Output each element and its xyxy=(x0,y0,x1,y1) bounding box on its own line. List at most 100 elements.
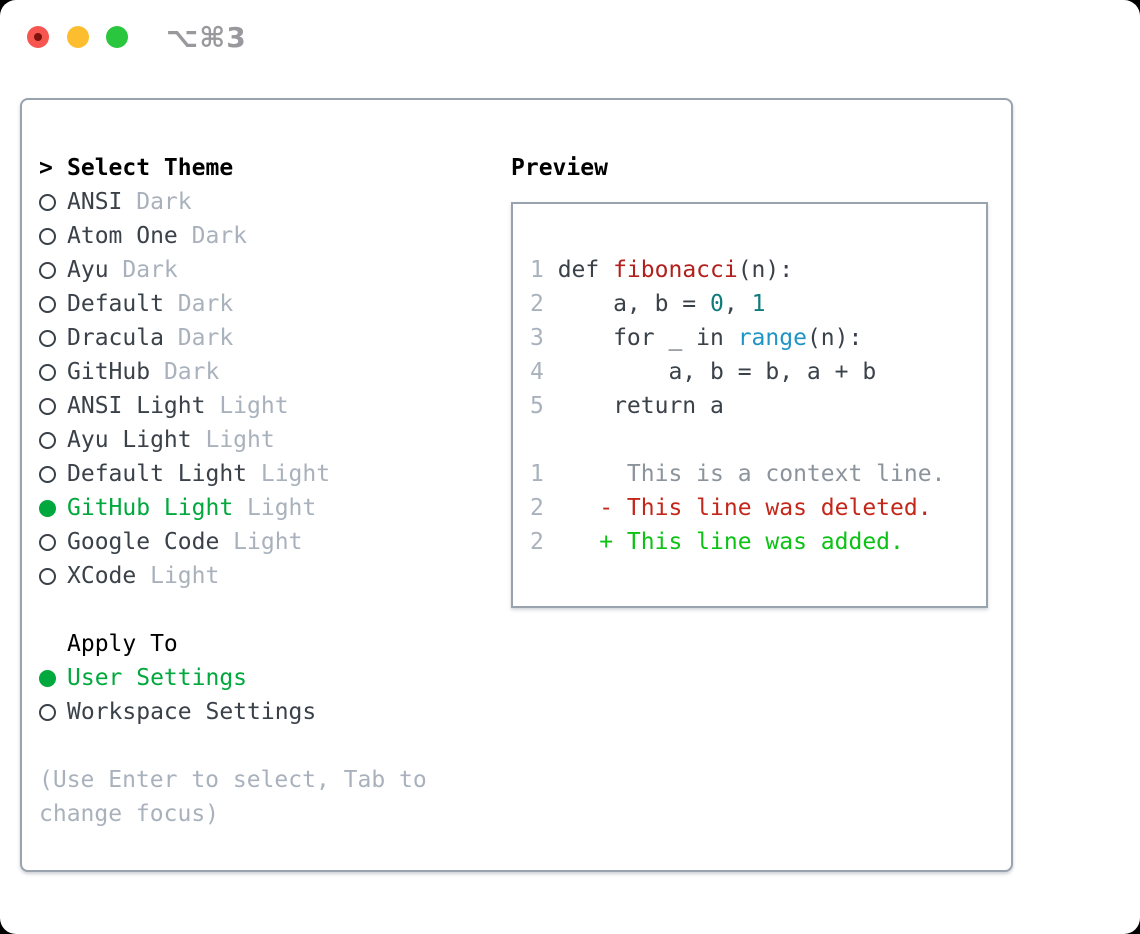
theme-option[interactable]: Ayu Light Light xyxy=(39,423,330,457)
theme-option[interactable]: ANSI Light Light xyxy=(39,389,330,423)
option-label: Atom One xyxy=(67,223,178,249)
option-label: ANSI Light xyxy=(67,393,206,419)
apply-to-title: Apply To xyxy=(67,631,178,657)
close-button[interactable] xyxy=(27,26,49,48)
theme-option[interactable]: ANSI Dark xyxy=(39,185,330,219)
select-theme-header: > Select Theme xyxy=(39,151,330,185)
line-number: 1 xyxy=(530,461,544,487)
option-variant: Dark xyxy=(177,223,248,249)
theme-option[interactable]: Ayu Dark xyxy=(39,253,330,287)
radio-icon xyxy=(39,669,56,687)
theme-option[interactable]: Default Light Light xyxy=(39,457,330,491)
code-line xyxy=(530,423,986,457)
line-number: 1 xyxy=(530,257,544,283)
radio-icon xyxy=(39,533,56,551)
minimize-button[interactable] xyxy=(67,26,89,48)
option-label: ANSI xyxy=(67,189,123,215)
option-variant: Dark xyxy=(163,291,234,317)
option-variant: Dark xyxy=(108,257,178,283)
radio-icon xyxy=(39,261,56,279)
option-label: Dracula xyxy=(67,325,164,351)
select-theme-title: Select Theme xyxy=(67,155,234,181)
code-line: 2 - This line was deleted. xyxy=(530,491,986,525)
code-token-plain: for _ in xyxy=(557,325,738,351)
option-variant: Light xyxy=(205,393,289,419)
code-token-deleted: - This line was deleted. xyxy=(557,495,932,521)
code-line: 2 a, b = 0, 1 xyxy=(530,287,986,321)
theme-option[interactable]: GitHub Dark xyxy=(39,355,330,389)
option-label: Default xyxy=(67,291,164,317)
code-token-added: + This line was added. xyxy=(557,529,904,555)
line-number: 2 xyxy=(530,529,544,555)
option-variant: Dark xyxy=(150,359,220,385)
code-line: 5 return a xyxy=(530,389,986,423)
line-number: 3 xyxy=(530,325,544,351)
line-number: 5 xyxy=(530,393,544,419)
code-token-plain: (n): xyxy=(737,257,794,283)
keyboard-shortcut-label: ⌥⌘3 xyxy=(166,21,247,54)
radio-icon xyxy=(39,193,56,211)
code-line: 2 + This line was added. xyxy=(530,525,986,559)
theme-option[interactable]: Default Dark xyxy=(39,287,330,321)
theme-option[interactable]: Google Code Light xyxy=(39,525,330,559)
theme-option[interactable]: Atom One Dark xyxy=(39,219,330,253)
apply-to-header: Apply To xyxy=(39,627,316,661)
option-label: Default Light xyxy=(67,461,248,487)
code-token-plain: return a xyxy=(557,393,724,419)
radio-icon xyxy=(39,499,56,517)
radio-icon xyxy=(39,329,56,347)
prompt-icon: > xyxy=(39,155,53,181)
theme-option[interactable]: XCode Light xyxy=(39,559,330,593)
code-token-number: 0 xyxy=(710,291,724,317)
zoom-button[interactable] xyxy=(106,26,128,48)
radio-icon xyxy=(39,295,56,313)
line-number: 4 xyxy=(530,359,544,385)
radio-icon xyxy=(39,465,56,483)
apply-to-option[interactable]: Workspace Settings xyxy=(39,695,316,729)
option-variant: Light xyxy=(191,427,275,453)
radio-icon xyxy=(39,227,56,245)
option-variant: Dark xyxy=(122,189,192,215)
option-label: GitHub Light xyxy=(67,495,234,521)
radio-icon xyxy=(39,431,56,449)
option-label: Google Code xyxy=(67,529,220,555)
option-label: User Settings xyxy=(67,665,248,691)
radio-icon xyxy=(39,397,56,415)
code-token-func: fibonacci xyxy=(613,257,738,283)
line-number: 2 xyxy=(530,291,544,317)
option-variant: Light xyxy=(136,563,220,589)
radio-icon xyxy=(39,703,56,721)
code-line: 1 This is a context line. xyxy=(530,457,986,491)
option-variant: Dark xyxy=(163,325,234,351)
theme-option[interactable]: GitHub Light Light xyxy=(39,491,330,525)
code-token-context: This is a context line. xyxy=(557,461,946,487)
code-line: 3 for _ in range(n): xyxy=(530,321,986,355)
option-label: GitHub xyxy=(67,359,151,385)
code-token-plain: , xyxy=(723,291,752,317)
option-label: XCode xyxy=(67,563,137,589)
theme-option[interactable]: Dracula Dark xyxy=(39,321,330,355)
option-variant: Light xyxy=(219,529,303,555)
title-bar: ⌥⌘3 xyxy=(0,0,1140,70)
close-button-dot-icon xyxy=(34,33,42,41)
preview-title: Preview xyxy=(511,155,608,181)
code-line: 4 a, b = b, a + b xyxy=(530,355,986,389)
line-number: 2 xyxy=(530,495,544,521)
code-token-number: 1 xyxy=(751,291,766,317)
code-token-builtin: range xyxy=(737,325,807,351)
radio-icon xyxy=(39,363,56,381)
apply-to-option[interactable]: User Settings xyxy=(39,661,316,695)
code-token-plain: a, b = b, a + b xyxy=(557,359,877,385)
option-variant: Light xyxy=(233,495,317,521)
option-label: Ayu xyxy=(67,257,109,283)
option-label: Ayu Light xyxy=(67,427,192,453)
option-variant: Light xyxy=(247,461,331,487)
option-label: Workspace Settings xyxy=(67,699,317,725)
